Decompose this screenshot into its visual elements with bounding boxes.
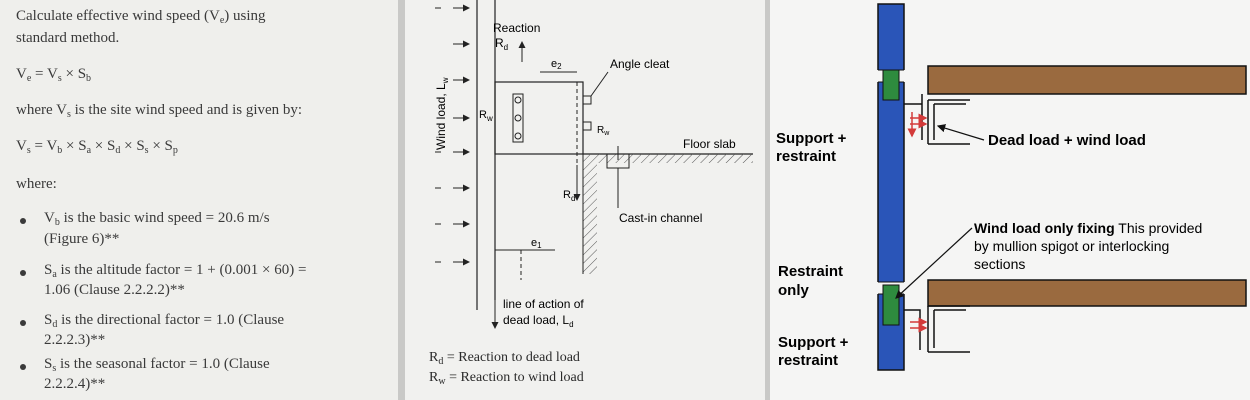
rd-mid-label: Rd <box>563 189 575 203</box>
text-page-panel: Calculate effective wind speed (Ve) usin… <box>0 0 398 400</box>
mullion-diagram: Dead load + wind load Wind load only fix… <box>776 3 1247 371</box>
wind-load-label: Wind load, Lw <box>434 77 450 150</box>
line-of-action-label: line of action of <box>503 297 584 311</box>
bracket-diagram-panel: Wind load, Lw Reaction Rd e2 Rw Angle cl… <box>405 0 765 400</box>
wind-only-label-2: by mullion spigot or interlocking <box>974 238 1169 254</box>
angle-cleat-label: Angle cleat <box>610 57 670 71</box>
spigot-top <box>882 69 900 101</box>
list-item: Sd is the directional factor = 1.0 (Clau… <box>44 312 285 330</box>
divider <box>765 0 770 400</box>
floor-slab-top <box>927 65 1247 95</box>
bracket-bottom <box>904 305 970 353</box>
floor-slab-bottom <box>927 279 1247 307</box>
equation-vs: Vs = Vb × Sa × Sd × Ss × Sp <box>16 138 178 156</box>
list-item-cont: (Figure 6)** <box>44 231 120 247</box>
slab-edge-hatch <box>583 154 597 274</box>
list-item: Ss is the seasonal factor = 1.0 (Clause <box>44 356 270 374</box>
slab-hatch <box>597 154 753 163</box>
support-restraint-bottom: Support + <box>778 334 849 351</box>
heading: Calculate effective wind speed (Ve) usin… <box>16 8 266 26</box>
wind-only-label-3: sections <box>974 256 1025 272</box>
list-item: Sa is the altitude factor = 1 + (0.001 ×… <box>44 262 307 280</box>
list-item-cont: 2.2.2.4)** <box>44 376 106 392</box>
load-arrows-top <box>907 112 928 138</box>
bracket-diagram: Wind load, Lw Reaction Rd e2 Rw Angle cl… <box>434 0 753 329</box>
support-restraint-top: Support + <box>776 130 847 147</box>
list-item-cont: 2.2.2.3)** <box>44 332 106 348</box>
load-arrows-bottom <box>910 317 928 333</box>
divider <box>398 0 405 400</box>
equation-ve: Ve = Vs × Sb <box>16 66 92 84</box>
e2-label: e2 <box>551 58 562 71</box>
legend-rd: Rd = Reaction to dead load <box>429 350 580 367</box>
support-restraint-bottom-2: restraint <box>778 352 838 369</box>
leader-line <box>590 71 609 97</box>
e1-label: e1 <box>531 237 542 250</box>
leader-wind-only <box>895 227 973 299</box>
reaction-label: Reaction <box>493 21 540 35</box>
wind-arrows <box>453 4 470 266</box>
floor-slab-label: Floor slab <box>683 137 736 151</box>
dead-load-label: dead load, Ld <box>503 313 574 329</box>
list-item-cont: 1.06 (Clause 2.2.2.2)** <box>44 282 185 298</box>
bullet-dot <box>20 218 26 224</box>
dead-wind-label: Dead load + wind load <box>988 132 1146 149</box>
list-item: Vb is the basic wind speed = 20.6 m/s <box>44 210 270 228</box>
restraint-only: Restraint <box>778 263 843 280</box>
rd-top-label: Rd <box>495 36 508 52</box>
cast-in-label: Cast-in channel <box>619 211 702 225</box>
bullet-dot <box>20 270 26 276</box>
mullion-diagram-panel: Dead load + wind load Wind load only fix… <box>770 0 1250 400</box>
where-label: where: <box>16 176 57 192</box>
spigot-bottom <box>882 284 900 326</box>
where-vs-text: where Vs is the site wind speed and is g… <box>16 102 303 120</box>
bracket-top <box>904 94 970 145</box>
wind-only-label: Wind load only fixing This provided <box>974 220 1202 236</box>
bolt-slot <box>512 93 524 143</box>
support-restraint-top-2: restraint <box>776 148 836 165</box>
bracket-box <box>494 81 584 155</box>
leader-dead-wind <box>936 124 985 141</box>
rw-label: Rw <box>479 109 493 123</box>
bullet-dot <box>20 364 26 370</box>
legend-rw: Rw = Reaction to wind load <box>429 370 584 387</box>
rw2-label: Rw <box>597 125 610 137</box>
restraint-only-2: only <box>778 282 809 299</box>
wind-dashes <box>435 7 441 263</box>
heading-line-2: standard method. <box>16 30 120 46</box>
bullet-dot <box>20 320 26 326</box>
